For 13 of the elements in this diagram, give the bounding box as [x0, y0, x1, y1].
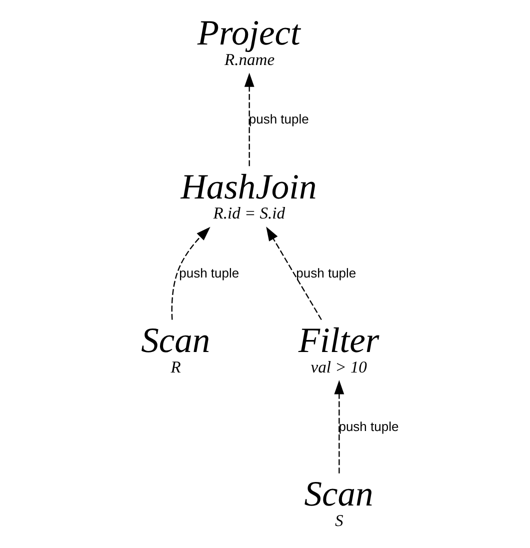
node-text: Scan R — [141, 320, 210, 376]
arrow — [244, 72, 254, 166]
node-text: Filter val > 10 — [298, 320, 380, 376]
edge-label: push tuple — [338, 418, 399, 434]
arrow — [171, 226, 210, 320]
edge-label: push tuple — [296, 265, 356, 280]
edge-label: push tuple — [248, 112, 309, 127]
edge-label: push tuple — [179, 265, 240, 280]
arrow — [334, 380, 344, 474]
arrow — [266, 226, 322, 320]
node-text: Scan S — [304, 474, 374, 530]
node-text: Project R.name — [197, 12, 300, 70]
node-text: HashJoin R.id = S.id — [180, 166, 317, 223]
